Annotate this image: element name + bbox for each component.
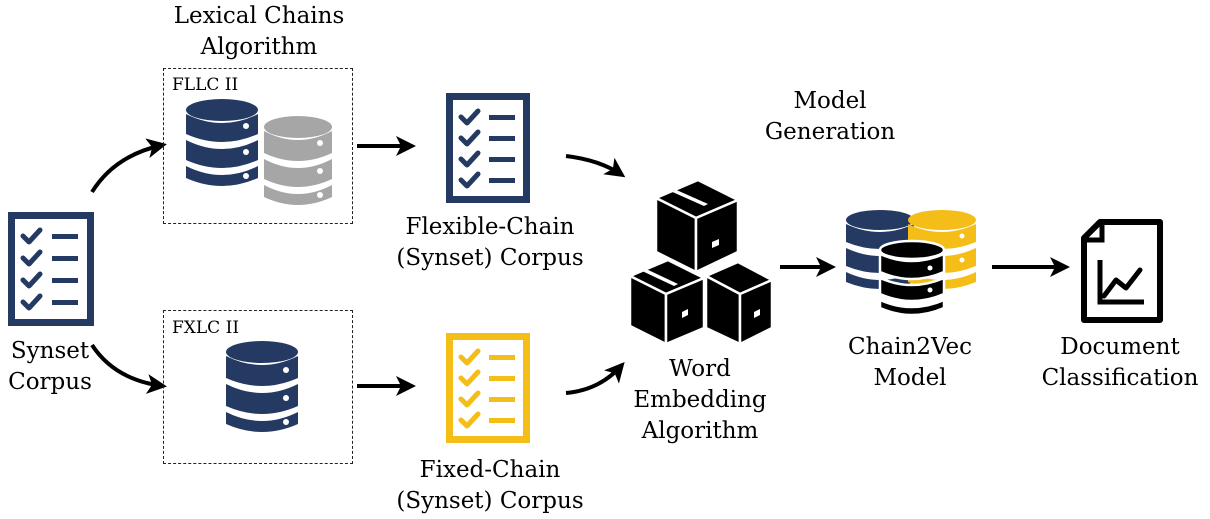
document-classification-label: Document Classification xyxy=(1041,334,1199,391)
fxlc-label: FXLC II xyxy=(172,318,240,338)
fllc-label: FLLC II xyxy=(172,75,239,95)
model-generation-label: Model Generation xyxy=(764,88,896,145)
fllc-navy-database-icon xyxy=(186,99,258,186)
flexible-corpus-checklist-icon xyxy=(446,93,530,203)
flexible-chain-corpus-label: Flexible-Chain (Synset) Corpus xyxy=(396,214,584,271)
fxlc-navy-database-icon xyxy=(226,341,298,432)
fixed-chain-corpus-label: Fixed-Chain (Synset) Corpus xyxy=(396,457,584,514)
document-classification-chart-icon xyxy=(1081,219,1163,323)
arrow-flexible-to-embedding xyxy=(565,154,626,178)
synset-corpus-checklist-icon xyxy=(8,212,94,326)
word-embedding-algorithm-label: Word Embedding Algorithm xyxy=(633,356,767,444)
arrow-synset-to-fllc xyxy=(90,138,167,194)
synset-corpus-label: Synset Corpus xyxy=(8,338,92,395)
chain2vec-model-label: Chain2Vec Model xyxy=(848,334,972,391)
fllc-box xyxy=(163,68,353,224)
fxlc-box xyxy=(163,310,353,464)
fixed-corpus-checklist-icon xyxy=(446,333,530,443)
lexical-chains-algorithm-label: Lexical Chains Algorithm xyxy=(173,3,345,60)
chain2vec-database-icon xyxy=(846,210,976,317)
fllc-gray-database-icon xyxy=(264,116,332,205)
arrow-synset-to-fxlc xyxy=(90,343,167,394)
arrow-fixed-to-embedding xyxy=(565,361,625,395)
word-embedding-boxes-icon xyxy=(628,178,774,346)
